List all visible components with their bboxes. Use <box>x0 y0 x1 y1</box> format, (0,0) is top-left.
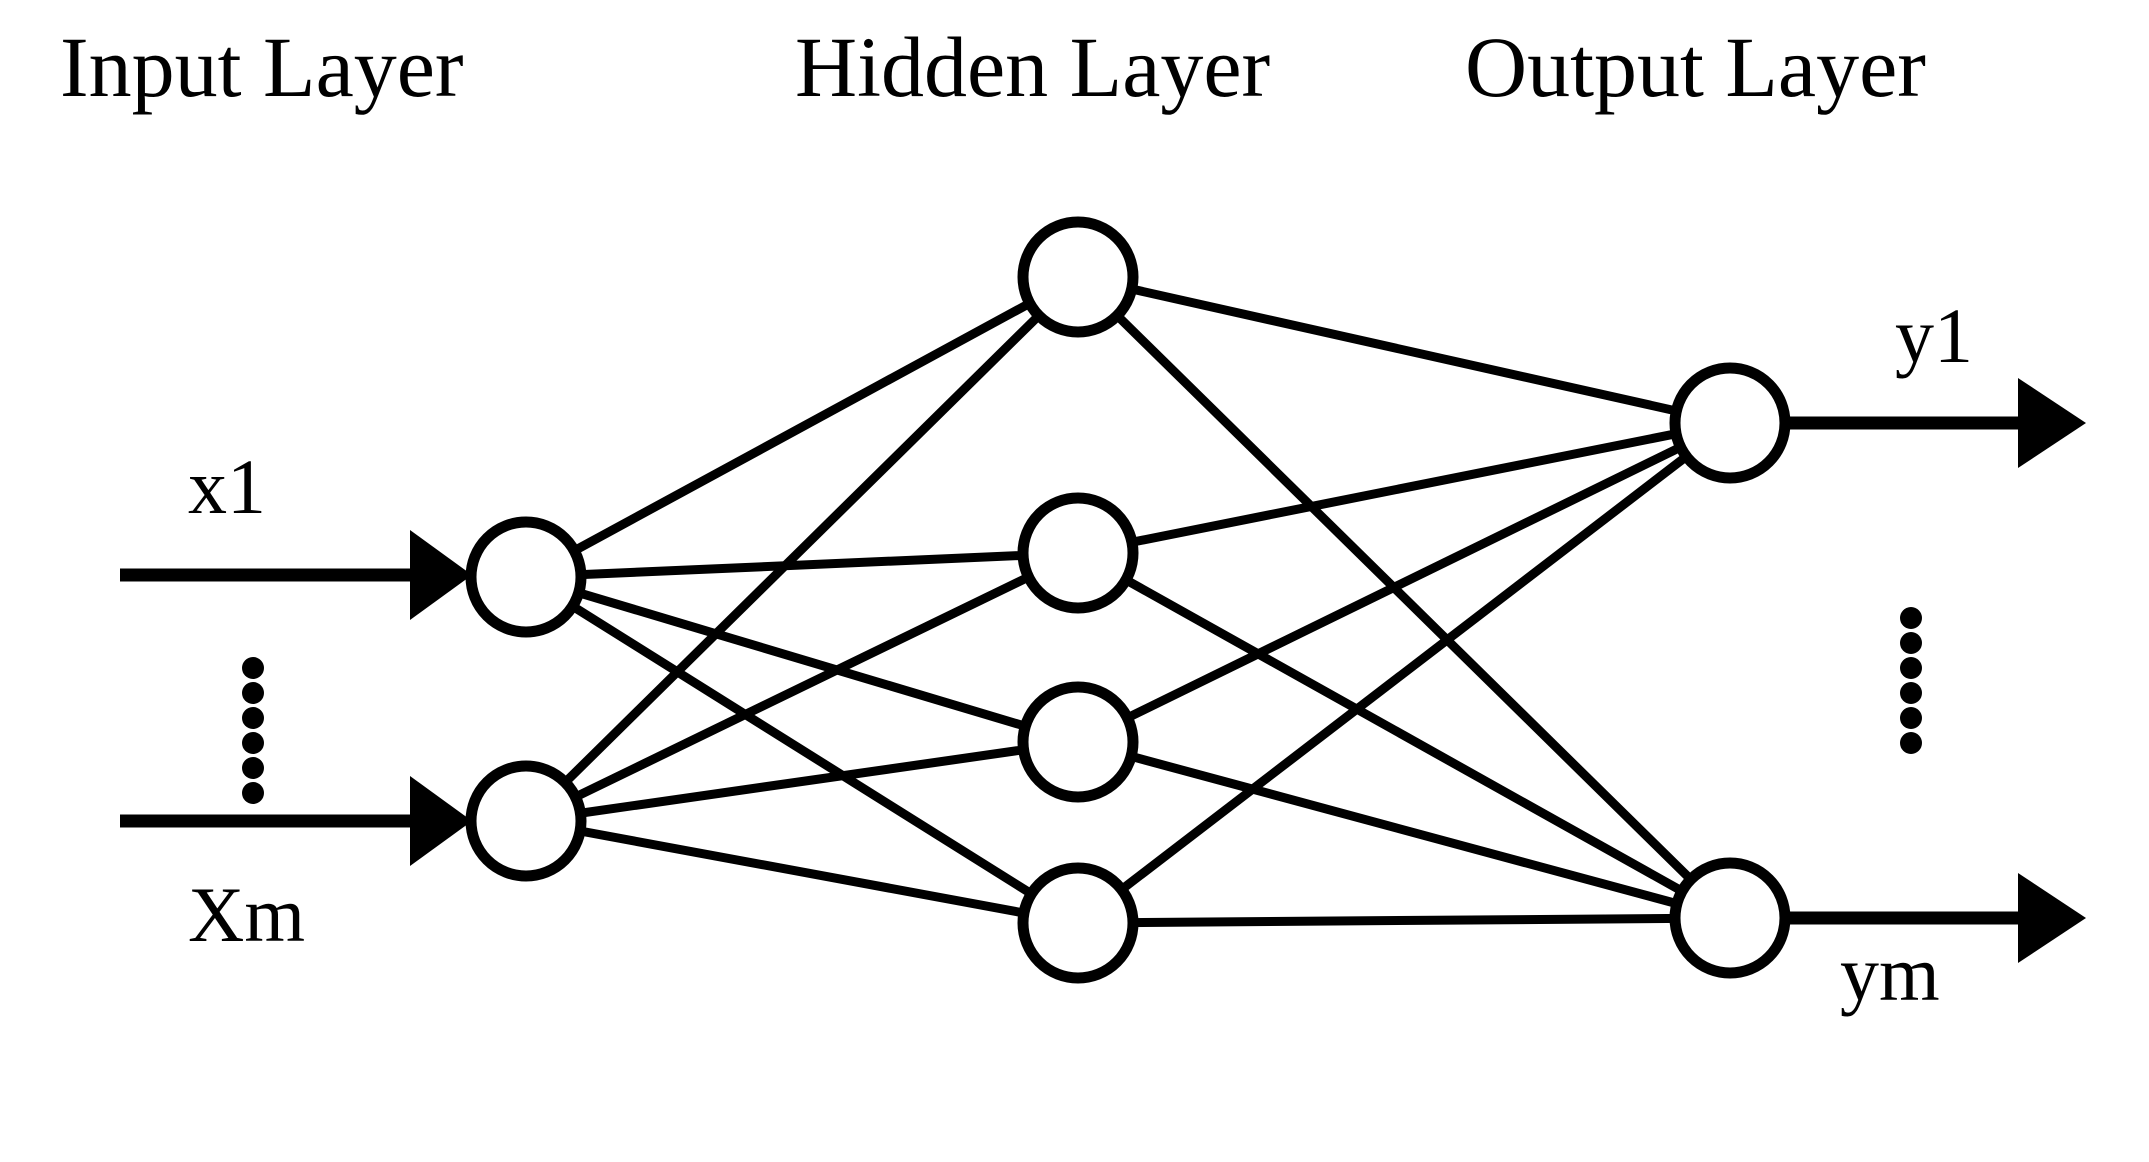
output-layer-title: Output Layer <box>1465 19 1926 115</box>
input-label-xm: Xm <box>188 871 305 958</box>
input-arrow-group-1 <box>120 530 472 620</box>
output-node-2[interactable] <box>1669 857 1791 979</box>
hidden-node-1[interactable] <box>1017 216 1139 338</box>
output-label-ym: ym <box>1840 930 1940 1017</box>
hidden-layer-nodes <box>1017 216 1139 984</box>
hidden-node-4[interactable] <box>1017 862 1139 984</box>
output-arrow-head-1 <box>2018 378 2086 468</box>
edge-i2-h2 <box>524 548 1080 826</box>
input-node-1[interactable] <box>465 516 587 638</box>
edge-h3-o2 <box>1076 737 1732 923</box>
edge-h4-o2 <box>1077 913 1731 928</box>
hidden-node-3[interactable] <box>1017 681 1139 803</box>
input-arrow-head-2 <box>410 776 472 866</box>
output-arrow-head-2 <box>2018 873 2086 963</box>
input-layer-title: Input Layer <box>60 19 464 115</box>
edge-i1-h4 <box>523 573 1081 927</box>
edge-i2-h3 <box>525 737 1079 826</box>
input-arrow-head-1 <box>410 530 472 620</box>
edge-i2-h1 <box>522 273 1082 825</box>
edge-h2-o1 <box>1077 418 1731 558</box>
input-node-2[interactable] <box>465 760 587 882</box>
output-ellipsis-icon <box>1900 607 1922 754</box>
input-label-x1: x1 <box>188 443 266 530</box>
edge-h1-o1 <box>1077 272 1731 428</box>
output-label-y1: y1 <box>1895 292 1973 379</box>
output-layer-nodes <box>1669 362 1791 979</box>
edge-i2-h4 <box>525 816 1079 928</box>
output-arrow-group-2 <box>1782 873 2086 963</box>
edge-i1-h1 <box>523 273 1081 581</box>
edge-i1-h2 <box>525 548 1079 582</box>
input-layer-nodes <box>465 516 587 882</box>
edge-h2-o2 <box>1075 549 1733 922</box>
edge-i1-h3 <box>524 572 1080 747</box>
hidden-layer-title: Hidden Layer <box>795 19 1270 115</box>
edge-h4-o1 <box>1075 419 1733 927</box>
edge-h3-o1 <box>1076 418 1732 747</box>
hidden-node-2[interactable] <box>1017 492 1139 614</box>
edges-hidden-to-output <box>1074 272 1734 928</box>
edges-input-to-hidden <box>522 273 1082 928</box>
output-arrow-group-1 <box>1782 378 2086 468</box>
input-ellipsis-icon <box>242 657 264 804</box>
output-node-1[interactable] <box>1669 362 1791 484</box>
edge-h1-o2 <box>1074 273 1734 922</box>
input-arrow-group-2 <box>120 776 472 866</box>
